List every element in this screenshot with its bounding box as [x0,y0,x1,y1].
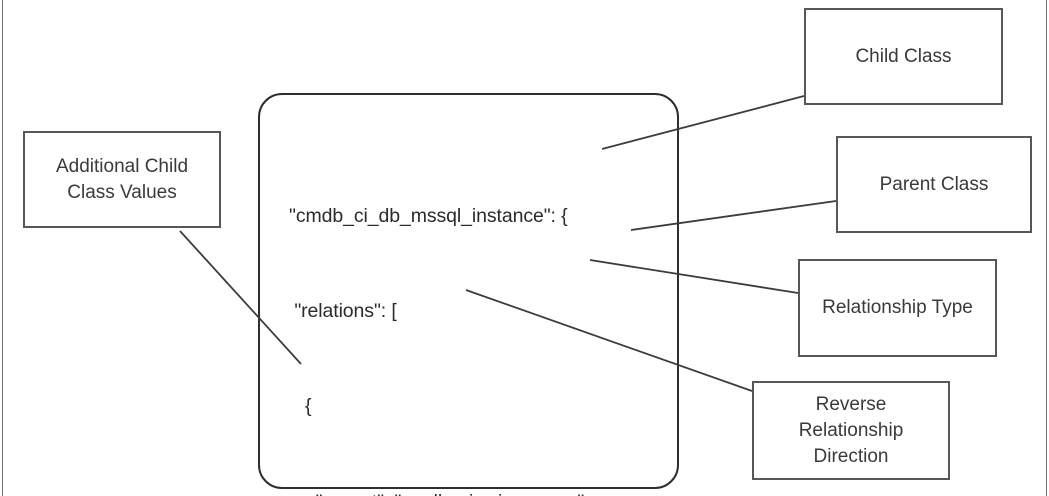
code-line-3: "parent": "cmdb_ci_win_server", [289,487,689,496]
page-left-border [2,0,3,496]
callout-reverse-direction: Reverse Relationship Direction [752,381,950,480]
page-right-border [1046,0,1047,496]
callout-child-class-label: Child Class [855,45,952,67]
callout-relationship-type-label: Relationship Type [822,297,973,318]
callout-parent-class: Parent Class [836,136,1032,233]
callout-child-class: Child Class [804,8,1003,105]
callout-reverse-direction-label: Reverse Relationship Direction [798,393,904,467]
callout-relationship-type: Relationship Type [798,259,997,357]
callout-additional-child-class-values: Additional Child Class Values [23,131,221,228]
callout-parent-class-label: Parent Class [879,173,989,195]
json-payload-code: "cmdb_ci_db_mssql_instance": { "relation… [289,137,689,496]
code-line-2: { [289,395,312,418]
code-line-1: "relations": [ [289,299,397,322]
callout-additional-child-class-values-label: Additional Child Class Values [55,155,189,203]
code-line-0: "cmdb_ci_db_mssql_instance": { [289,204,568,227]
